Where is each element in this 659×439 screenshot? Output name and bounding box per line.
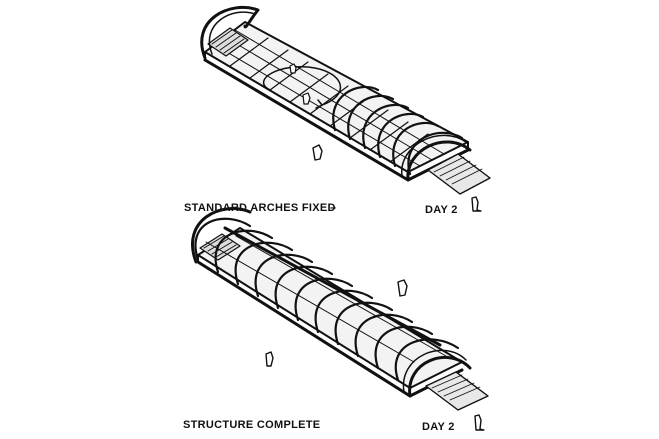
purlins: [206, 236, 446, 362]
arch-left-end: [202, 7, 258, 58]
diagram-standard-arches-fixed: [202, 7, 490, 211]
end-board-left: [208, 28, 248, 56]
entry-ramp: [428, 154, 490, 194]
day-label: DAY 2: [425, 204, 458, 216]
caption-dash: –: [330, 202, 337, 214]
arch-right-end: [408, 142, 470, 180]
worker-figure-icon: [398, 280, 407, 296]
entry-ramp: [426, 372, 488, 410]
panel-caption: STANDARD ARCHES FIXED: [184, 202, 336, 214]
worker-figure-icon: [266, 352, 273, 366]
worker-figure-icon: [313, 145, 322, 160]
worker-figure-icon: [303, 93, 310, 104]
fixed-arches: [333, 87, 462, 174]
arch-right-end: [410, 357, 470, 396]
cross-battens: [230, 38, 428, 162]
worker-figure-icon: [475, 415, 484, 430]
worker-figure-icon: [290, 64, 296, 73]
arch-series: [195, 219, 458, 380]
rotation-arrow: [264, 67, 341, 105]
diagram-structure-complete: [192, 209, 488, 430]
day-label: DAY 2: [422, 421, 455, 433]
ridge-beam: [225, 228, 440, 345]
arch-left-end: [192, 209, 250, 262]
end-board-left: [200, 234, 240, 260]
panel-caption: STRUCTURE COMPLETE: [183, 419, 321, 431]
worker-figure-icon: [472, 197, 481, 211]
